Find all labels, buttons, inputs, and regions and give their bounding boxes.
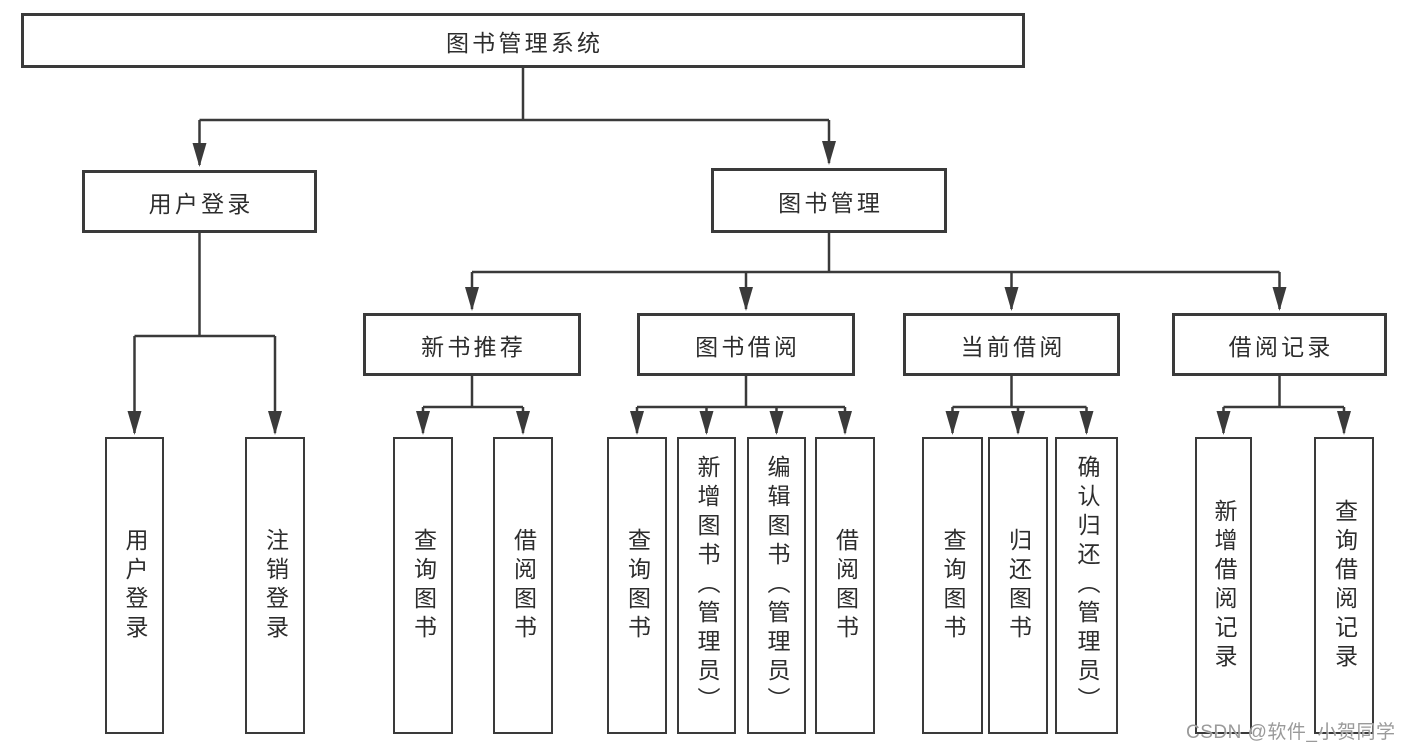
node-label: 新书推荐: [421, 333, 527, 360]
leaf-query-books-recommend: 查询图书: [393, 437, 453, 734]
leaf-add-borrow-record: 新增借阅记录: [1195, 437, 1252, 734]
node-label: 查询借阅记录: [1331, 498, 1358, 673]
node-label: 查询图书: [624, 527, 651, 644]
node-label: 图书管理系统: [445, 29, 604, 56]
leaf-return-books: 归还图书: [988, 437, 1048, 734]
node-label: 图书借阅: [695, 333, 801, 360]
leaf-borrow-books: 借阅图书: [815, 437, 875, 734]
leaf-add-books-admin: 新增图书（管理员）: [677, 437, 736, 734]
node-label: 用户登录: [148, 190, 254, 217]
node-book-borrow: 图书借阅: [637, 313, 855, 376]
node-label: 借阅图书: [510, 527, 537, 644]
leaf-edit-books-admin: 编辑图书（管理员）: [747, 437, 806, 734]
node-label: 新增借阅记录: [1211, 498, 1237, 673]
node-label: 归还图书: [1005, 527, 1032, 644]
node-user-login: 用户登录: [82, 170, 317, 233]
leaf-query-borrow-record: 查询借阅记录: [1314, 437, 1374, 734]
leaf-logout: 注销登录: [245, 437, 305, 734]
node-label: 图书管理: [778, 189, 884, 216]
csdn-watermark: CSDN @软件_小贺同学: [1186, 722, 1396, 743]
node-library-management-system: 图书管理系统: [21, 13, 1025, 68]
node-label: 用户登录: [122, 527, 148, 644]
node-label: 确认归还（管理员）: [1074, 455, 1100, 716]
node-label: 编辑图书（管理员）: [764, 455, 790, 716]
leaf-query-books-borrow: 查询图书: [607, 437, 667, 734]
leaf-user-login: 用户登录: [105, 437, 164, 734]
node-label: 注销登录: [262, 527, 289, 644]
leaf-confirm-return-admin: 确认归还（管理员）: [1055, 437, 1118, 734]
node-label: 当前借阅: [960, 333, 1066, 360]
node-label: 新增图书（管理员）: [694, 455, 720, 716]
leaf-borrow-books-recommend: 借阅图书: [493, 437, 553, 734]
node-new-book-recommend: 新书推荐: [363, 313, 581, 376]
node-label: 查询图书: [940, 527, 966, 644]
node-label: 借阅记录: [1228, 333, 1334, 360]
node-book-management: 图书管理: [711, 168, 947, 233]
node-label: 查询图书: [410, 527, 437, 644]
node-current-borrow: 当前借阅: [903, 313, 1120, 376]
node-borrow-records: 借阅记录: [1172, 313, 1387, 376]
leaf-query-books-current: 查询图书: [922, 437, 983, 734]
node-label: 借阅图书: [832, 527, 859, 644]
